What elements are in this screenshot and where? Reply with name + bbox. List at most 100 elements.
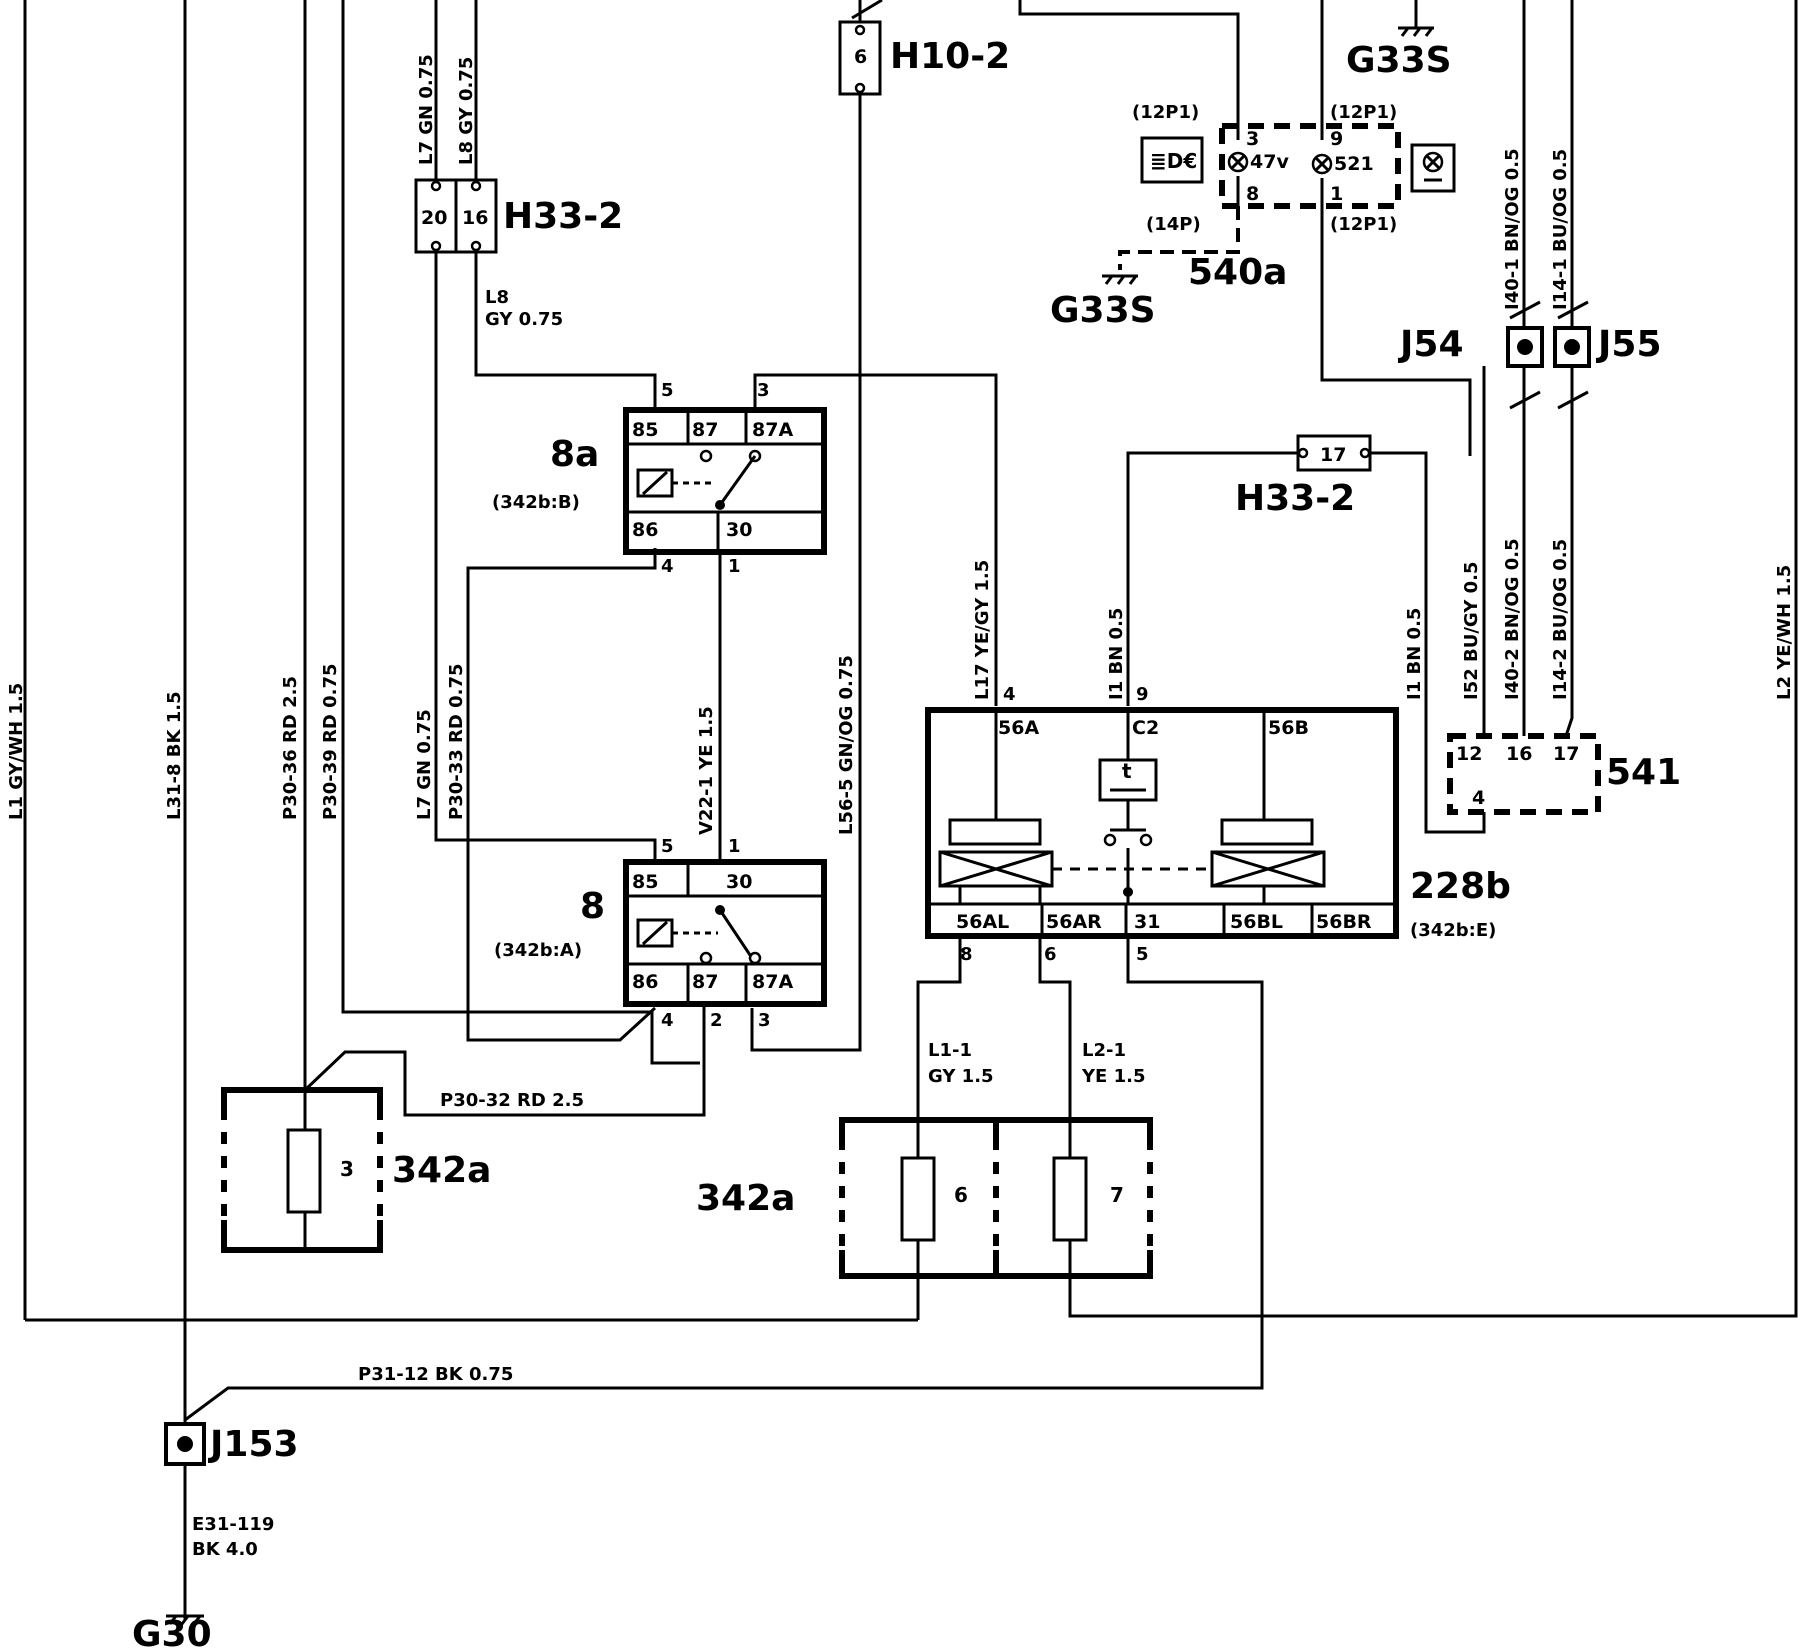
- wire-L8-mid: L8 GY 0.75: [474, 252, 657, 410]
- fuse-67-name: 342a: [696, 1178, 795, 1219]
- relay-8a-t86: 86: [632, 519, 658, 541]
- 540a-p9: 9: [1330, 128, 1343, 150]
- connector-H10-2: 6 H10-2: [838, 0, 1010, 96]
- wire-L1-1: L1-1 GY 1.5: [916, 936, 994, 1168]
- wire-L56-5: L56-5 GN/OG 0.75: [750, 94, 862, 1052]
- 541-p16: 16: [1506, 743, 1532, 765]
- relay-8-t86: 86: [632, 971, 658, 993]
- splice-J55: J55: [1553, 324, 1662, 368]
- wire-V22-1: V22-1 YE 1.5: [696, 552, 722, 862]
- 540a-bulb-1: 47v: [1250, 151, 1289, 173]
- relay-8a-ref: (342b:B): [492, 492, 580, 513]
- 541-p12: 12: [1456, 743, 1482, 765]
- label-E31-119-b: BK 4.0: [192, 1539, 258, 1560]
- wire-L17: L17 YE/GY 1.5: [972, 560, 998, 706]
- 228b-p8: 8: [960, 944, 973, 965]
- label-I52: I52 BU/GY 0.5: [1461, 562, 1482, 701]
- 540a-p8: 8: [1246, 183, 1259, 205]
- connector-H33-2-mid: 17 H33-2: [1235, 434, 1372, 519]
- wire-L7-mid: L7 GN 0.75: [414, 252, 657, 862]
- fuse-342a-3: 3 342a: [220, 1087, 491, 1253]
- label-H10-2: H10-2: [890, 36, 1010, 77]
- label-J55: J55: [1595, 324, 1662, 365]
- ground-G30: G30: [132, 1614, 212, 1648]
- relay-8a-p4: 4: [661, 556, 674, 577]
- label-G33S-top: G33S: [1346, 40, 1452, 81]
- relay-8: 85 30 86 87 87A 5 1 4 2 3 8 (342b:A): [494, 836, 827, 1031]
- fuse-3-num: 3: [340, 1157, 354, 1181]
- label-G30: G30: [132, 1614, 212, 1648]
- fuse-342a-67: 6 7 342a: [696, 1117, 1154, 1320]
- 541-p4: 4: [1472, 787, 1485, 809]
- 228b-56B: 56B: [1268, 717, 1309, 739]
- label-L31-8: L31-8 BK 1.5: [164, 691, 185, 820]
- wire-I1-a: I1 BN 0.5: [1106, 451, 1298, 706]
- label-E31-119-a: E31-119: [192, 1514, 274, 1535]
- 540a-bulb-2: 521: [1334, 153, 1374, 175]
- H33-2-mid-pin: 17: [1320, 444, 1346, 466]
- label-H33-2-mid: H33-2: [1235, 478, 1355, 519]
- label-L2: L2 YE/WH 1.5: [1774, 565, 1795, 700]
- 540a-p1: 1: [1330, 183, 1343, 205]
- label-J54: J54: [1397, 324, 1464, 365]
- label-I1-b: I1 BN 0.5: [1404, 608, 1425, 700]
- component-228b: 56A C2 56B t 56AL 56AR 31 5: [925, 684, 1511, 965]
- relay-8-ref: (342b:A): [494, 940, 582, 961]
- 228b-56A: 56A: [998, 717, 1039, 739]
- label-L1: L1 GY/WH 1.5: [6, 683, 27, 820]
- label-I40-1: I40-1 BN/OG 0.5: [1502, 148, 1523, 310]
- wire-P30-33: P30-33 RD 0.75: [446, 548, 657, 1042]
- label-L7-mid: L7 GN 0.75: [414, 709, 435, 820]
- 540a-bl: (14P): [1146, 214, 1201, 235]
- wire-L2: L2 YE/WH 1.5: [1068, 0, 1798, 1318]
- label-L8-mid-a: L8: [485, 287, 509, 308]
- 541-name: 541: [1606, 752, 1681, 793]
- wire-P31-12: P31-12 BK 0.75: [184, 936, 1264, 1422]
- label-L1-1-a: L1-1: [928, 1040, 972, 1061]
- ground-G33S-top: G33S: [1346, 0, 1452, 81]
- label-H33-2-top: H33-2: [503, 196, 623, 237]
- label-P31-12: P31-12 BK 0.75: [358, 1364, 513, 1385]
- label-I14-1: I14-1 BU/OG 0.5: [1550, 149, 1571, 310]
- wire-I14-1: I14-1 BU/OG 0.5: [1550, 0, 1574, 328]
- wire-P30-32: P30-32 RD 2.5: [303, 1004, 706, 1117]
- wire-540a-to-228b: [1320, 206, 1472, 456]
- wire-I14-2: I14-2 BU/OG 0.5: [1550, 366, 1574, 737]
- relay-8a-t30: 30: [726, 519, 752, 541]
- 541-p17: 17: [1553, 743, 1579, 765]
- label-L56-5: L56-5 GN/OG 0.75: [836, 655, 857, 835]
- 540a-tl: (12P1): [1132, 102, 1199, 123]
- wire-I1-b: I1 BN 0.5: [1370, 451, 1486, 834]
- wire-E31-119: E31-119 BK 4.0: [192, 1514, 274, 1560]
- 228b-56AR: 56AR: [1046, 911, 1102, 933]
- 228b-56BR: 56BR: [1316, 911, 1372, 933]
- label-L1-1-b: GY 1.5: [928, 1066, 994, 1087]
- connector-H33-2-top: 20 16 H33-2: [414, 178, 623, 254]
- relay-8-t87: 87: [692, 971, 718, 993]
- label-L8-top: L8 GY 0.75: [456, 57, 477, 165]
- ground-G33S-left: G33S: [1050, 206, 1240, 331]
- label-P30-32: P30-32 RD 2.5: [440, 1090, 584, 1111]
- pin-16: 16: [462, 207, 488, 229]
- relay-8a: 85 87 87A 86 30 5 3 4 1 8a (342b:B): [492, 380, 827, 577]
- relay-8-p2: 2: [710, 1010, 723, 1031]
- 540a-br: (12P1): [1330, 214, 1397, 235]
- 540a-name: 540a: [1188, 252, 1287, 293]
- wire-L1: L1 GY/WH 1.5: [6, 0, 920, 1322]
- 228b-p5: 5: [1136, 944, 1149, 965]
- label-L17: L17 YE/GY 1.5: [972, 560, 993, 700]
- label-L8-mid-b: GY 0.75: [485, 309, 563, 330]
- component-541: 12 16 17 4 541: [1447, 733, 1681, 815]
- label-L2-1-a: L2-1: [1082, 1040, 1126, 1061]
- label-V22-1: V22-1 YE 1.5: [696, 706, 717, 835]
- relay-8-t85: 85: [632, 871, 658, 893]
- wire-L7-top: L7 GN 0.75: [416, 0, 438, 180]
- wire-P30-36: P30-36 RD 2.5: [280, 0, 307, 1090]
- 228b-p4: 4: [1003, 684, 1016, 705]
- wire-L2-1: L2-1 YE 1.5: [1038, 936, 1145, 1168]
- 228b-56AL: 56AL: [956, 911, 1009, 933]
- label-I1-a: I1 BN 0.5: [1106, 608, 1127, 700]
- component-540a: ≣D€ 47v 521 3 9 8 1 (12P1) (12P1) (14P) …: [1132, 102, 1456, 293]
- 228b-name: 228b: [1410, 866, 1511, 907]
- 540a-tr: (12P1): [1330, 102, 1397, 123]
